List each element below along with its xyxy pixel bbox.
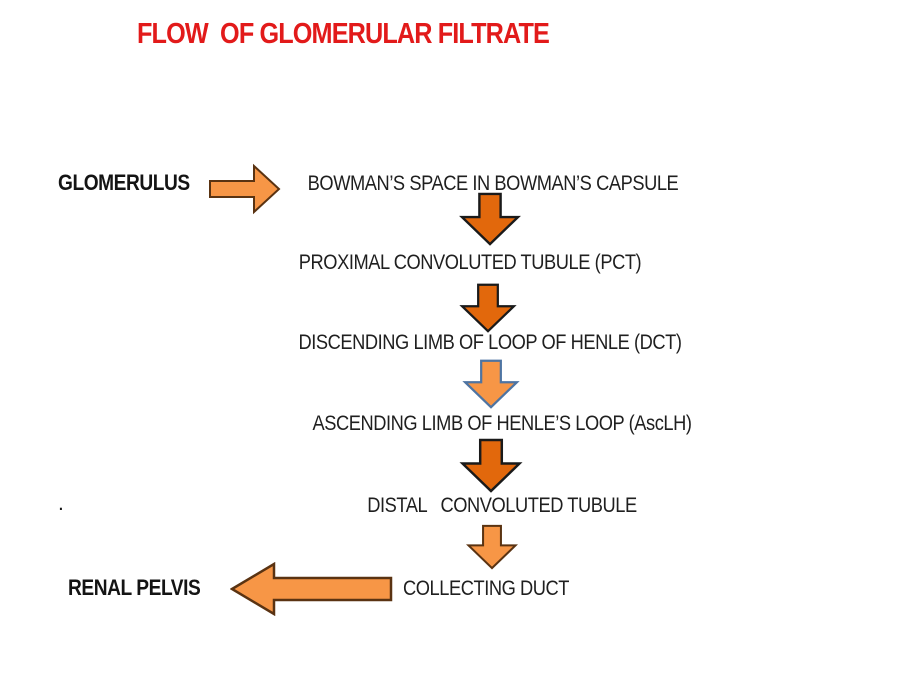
down-arrow-icon-3 [462, 359, 520, 409]
down-arrow-icon-4 [459, 438, 523, 493]
node-glomerulus: GLOMERULUS [58, 170, 190, 195]
down-arrow-icon-1 [459, 192, 521, 246]
node-bowmans-space: BOWMAN’S SPACE IN BOWMAN’S CAPSULE [307, 172, 679, 195]
stray-period: . [58, 492, 64, 515]
node-ascending-limb: ASCENDING LIMB OF HENLE’S LOOP (AscLH) [312, 412, 692, 435]
left-arrow-shape [230, 562, 393, 616]
right-arrow-icon [209, 163, 281, 215]
node-renal-pelvis: RENAL PELVIS [68, 575, 201, 600]
down-arrow-shape-2 [459, 283, 517, 333]
slide-title: FLOW OF GLOMERULAR FILTRATE [137, 18, 550, 50]
left-arrow-icon [230, 562, 393, 616]
down-arrow-shape-5 [466, 524, 518, 570]
node-distal-tubule: DISTAL CONVOLUTED TUBULE [367, 494, 637, 517]
down-arrow-shape-4 [459, 438, 523, 493]
right-arrow-shape [209, 163, 281, 215]
node-descending-limb: DISCENDING LIMB OF LOOP OF HENLE (DCT) [298, 331, 682, 354]
down-arrow-icon-5 [466, 524, 518, 570]
down-arrow-shape-1 [459, 192, 521, 246]
down-arrow-shape-3 [462, 359, 520, 409]
node-proximal-tubule: PROXIMAL CONVOLUTED TUBULE (PCT) [298, 251, 642, 274]
node-collecting-duct: COLLECTING DUCT [402, 577, 570, 600]
down-arrow-icon-2 [459, 283, 517, 333]
